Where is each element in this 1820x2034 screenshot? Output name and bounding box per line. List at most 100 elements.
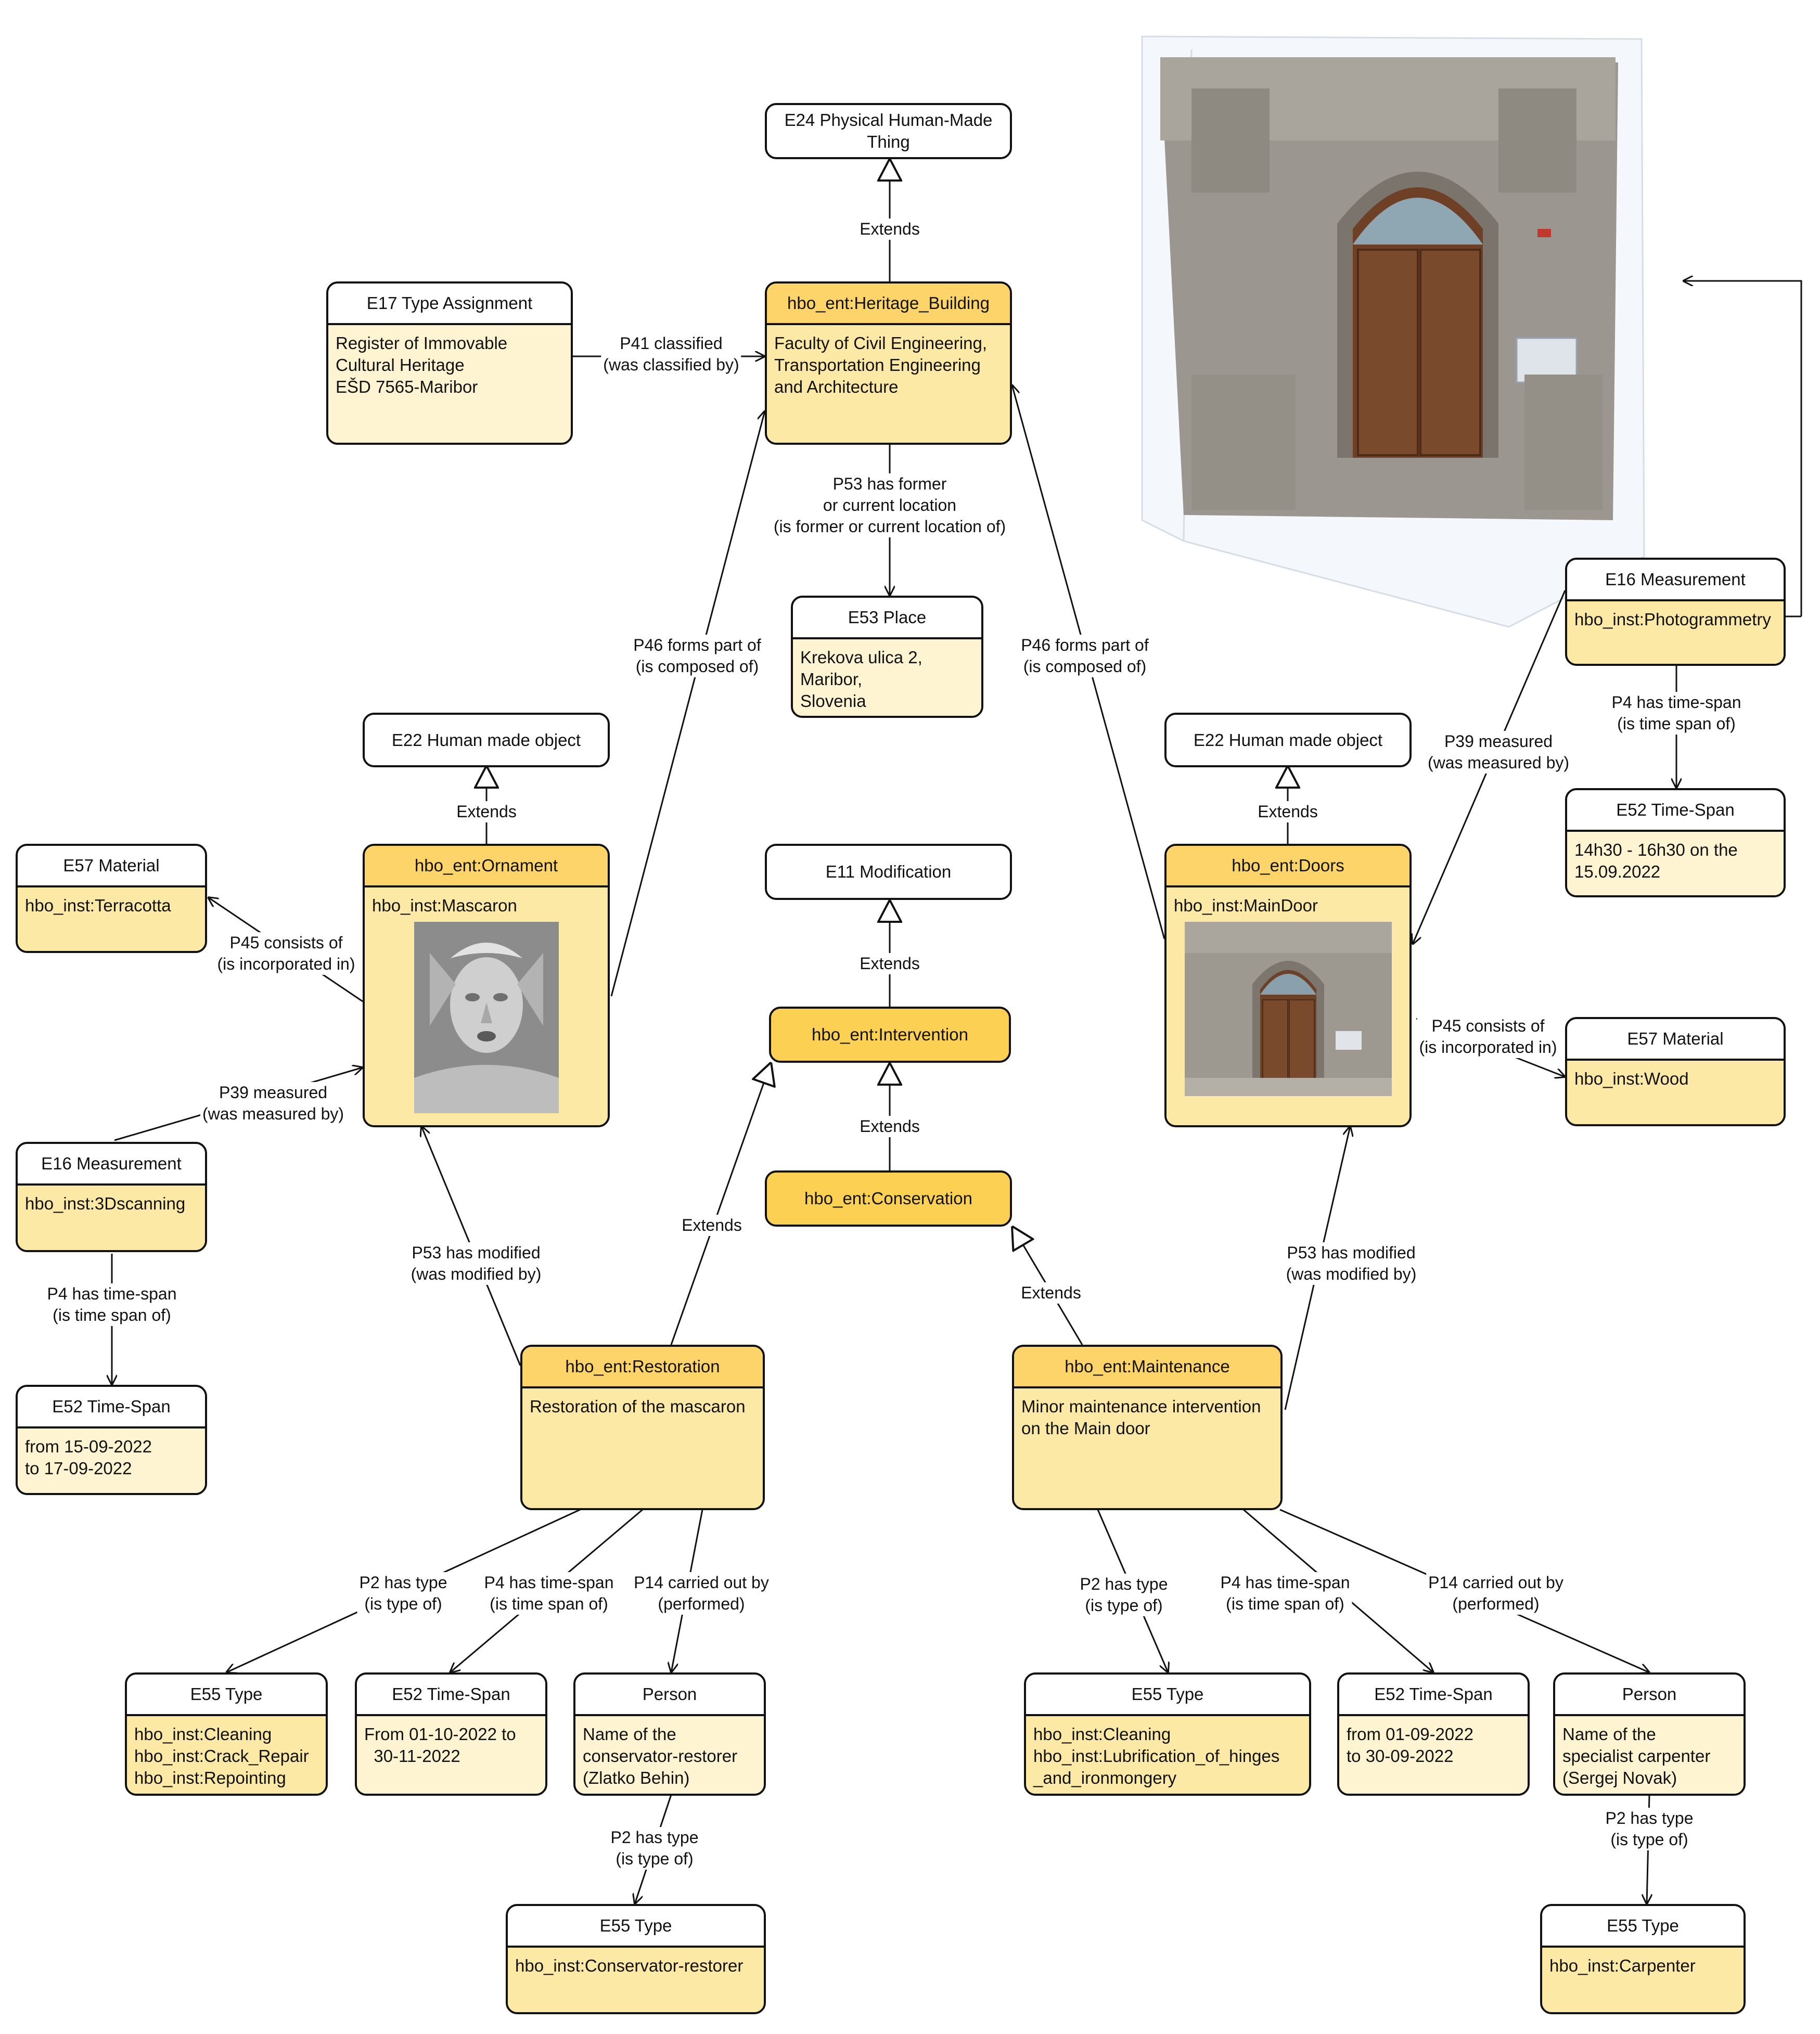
node-ornament-header: hbo_ent:Ornament xyxy=(365,846,608,887)
label-p14-rest: P14 carried out by(performed) xyxy=(632,1572,771,1615)
edge-extends-restoration xyxy=(670,1062,771,1345)
edge-p46-left xyxy=(610,411,765,997)
node-e11-modification[interactable]: E11 Modification xyxy=(765,844,1012,900)
label-extends-heritage: Extends xyxy=(857,218,922,240)
label-p46-left: P46 forms part of(is composed of) xyxy=(631,635,763,677)
node-line: hbo_inst:Cleaning xyxy=(1033,1724,1171,1744)
label-p41: P41 classified(was classified by) xyxy=(601,333,741,376)
node-line: hbo_inst:Wood xyxy=(1574,1069,1689,1088)
mascaron-photo-image xyxy=(414,922,559,1113)
label-p4-right: P4 has time-span(is time span of) xyxy=(1609,692,1744,735)
node-e53-place[interactable]: E53 Place Krekova ulica 2, Maribor, Slov… xyxy=(791,596,983,718)
label-extends-intervention: Extends xyxy=(857,953,922,974)
node-line: hbo_inst:Terracotta xyxy=(25,896,171,915)
node-e16-left[interactable]: E16 Measurement hbo_inst:3Dscanning xyxy=(16,1142,207,1252)
node-line: from 01-09-2022 xyxy=(1347,1724,1473,1744)
node-maintenance-header: hbo_ent:Maintenance xyxy=(1014,1347,1280,1388)
node-line: hbo_inst:Cleaning xyxy=(134,1724,272,1744)
node-e57-right-header: E57 Material xyxy=(1567,1019,1784,1061)
node-line: Faculty of Civil Engineering, xyxy=(774,333,988,353)
node-line: on the Main door xyxy=(1021,1419,1150,1438)
node-line: hbo_inst:3Dscanning xyxy=(25,1194,186,1213)
node-e24-header: E24 Physical Human-Made Thing xyxy=(767,105,1010,157)
node-line: Minor maintenance intervention xyxy=(1021,1397,1261,1416)
node-line: Restoration of the mascaron xyxy=(530,1397,746,1416)
node-e55-restoration[interactable]: E55 Type hbo_inst:Cleaning hbo_inst:Crac… xyxy=(125,1672,328,1796)
node-line: 30-11-2022 xyxy=(364,1746,460,1766)
node-e16-right[interactable]: E16 Measurement hbo_inst:Photogrammetry xyxy=(1565,558,1786,666)
node-maintenance[interactable]: hbo_ent:Maintenance Minor maintenance in… xyxy=(1012,1345,1283,1510)
label-p53-mod-right: P53 has modified(was modified by) xyxy=(1284,1242,1419,1285)
node-line: Transportation Engineering xyxy=(774,355,981,375)
node-e55-carpenter-header: E55 Type xyxy=(1542,1906,1744,1948)
node-line: 15.09.2022 xyxy=(1574,862,1661,881)
node-doors[interactable]: hbo_ent:Doors hbo_inst:MainDoor xyxy=(1164,844,1412,1127)
label-p45-right: P45 consists of(is incorporated in) xyxy=(1417,1015,1559,1058)
node-e52-left[interactable]: E52 Time-Span from 15-09-2022 to 17-09-2… xyxy=(16,1385,207,1495)
node-line: hbo_inst:MainDoor xyxy=(1174,896,1318,915)
label-p4-rest: P4 has time-span(is time span of) xyxy=(482,1572,616,1615)
node-line: hbo_inst:Carpenter xyxy=(1549,1956,1696,1975)
node-line: hbo_inst:Repointing xyxy=(134,1768,286,1787)
node-e53-header: E53 Place xyxy=(793,598,981,639)
node-line: from 15-09-2022 xyxy=(25,1437,152,1456)
node-heritage-building-header: hbo_ent:Heritage_Building xyxy=(767,284,1010,325)
node-line: conservator-restorer xyxy=(583,1746,738,1766)
node-ornament[interactable]: hbo_ent:Ornament hbo_inst:Mascaron xyxy=(363,844,610,1127)
node-e52-restoration[interactable]: E52 Time-Span From 01-10-2022 to 30-11-2… xyxy=(355,1672,547,1796)
node-line: Slovenia xyxy=(800,691,866,711)
label-p53-mod-left: P53 has modified(was modified by) xyxy=(408,1242,544,1285)
node-line: Register of Immovable xyxy=(336,333,508,353)
node-e16-left-header: E16 Measurement xyxy=(18,1144,205,1186)
node-line: Cultural Heritage xyxy=(336,355,465,375)
node-line: From 01-10-2022 to xyxy=(364,1724,516,1744)
node-line: hbo_inst:Crack_Repair xyxy=(134,1746,309,1766)
node-doors-header: hbo_ent:Doors xyxy=(1167,846,1409,887)
node-line: Name of the xyxy=(1562,1724,1656,1744)
node-e24[interactable]: E24 Physical Human-Made Thing xyxy=(765,103,1012,159)
node-e55-restoration-header: E55 Type xyxy=(127,1675,326,1716)
node-person-restoration-header: Person xyxy=(575,1675,764,1716)
label-p14-maint: P14 carried out by(performed) xyxy=(1426,1572,1566,1615)
node-e22-right-header: E22 Human made object xyxy=(1167,715,1409,765)
node-person-maintenance[interactable]: Person Name of the specialist carpenter … xyxy=(1553,1672,1746,1796)
node-line: hbo_inst:Mascaron xyxy=(372,896,517,915)
node-e55-maintenance[interactable]: E55 Type hbo_inst:Cleaning hbo_inst:Lubr… xyxy=(1024,1672,1311,1796)
node-e22-left-header: E22 Human made object xyxy=(365,715,608,765)
node-person-maintenance-header: Person xyxy=(1555,1675,1744,1716)
node-restoration[interactable]: hbo_ent:Restoration Restoration of the m… xyxy=(520,1345,765,1510)
node-line: to 17-09-2022 xyxy=(25,1459,132,1478)
node-line: (Sergej Novak) xyxy=(1562,1768,1677,1787)
node-line: 14h30 - 16h30 on the xyxy=(1574,840,1738,859)
node-e22-right[interactable]: E22 Human made object xyxy=(1164,713,1412,767)
node-e52-right[interactable]: E52 Time-Span 14h30 - 16h30 on the 15.09… xyxy=(1565,788,1786,897)
node-e17-type-assignment[interactable]: E17 Type Assignment Register of Immovabl… xyxy=(326,281,573,445)
label-p39-left: P39 measured(was measured by) xyxy=(200,1082,347,1125)
node-intervention[interactable]: hbo_ent:Intervention xyxy=(769,1007,1011,1063)
node-conservation[interactable]: hbo_ent:Conservation xyxy=(765,1170,1012,1227)
node-conservation-header: hbo_ent:Conservation xyxy=(767,1173,1010,1225)
building-3d-model-image xyxy=(1141,35,1645,628)
label-p45-left: P45 consists of(is incorporated in) xyxy=(215,932,357,975)
node-intervention-header: hbo_ent:Intervention xyxy=(771,1009,1009,1061)
label-p2-person-maint: P2 has type(is type of) xyxy=(1603,1808,1696,1850)
label-extends-conservation: Extends xyxy=(857,1116,922,1137)
node-line: _and_ironmongery xyxy=(1033,1768,1177,1787)
node-person-restoration[interactable]: Person Name of the conservator-restorer … xyxy=(573,1672,766,1796)
edge-photogrammetry-to-model xyxy=(1683,281,1802,616)
node-e52-right-header: E52 Time-Span xyxy=(1567,790,1784,832)
node-e52-maintenance[interactable]: E52 Time-Span from 01-09-2022 to 30-09-2… xyxy=(1337,1672,1530,1796)
label-p2-maint: P2 has type(is type of) xyxy=(1078,1574,1170,1616)
node-e11-header: E11 Modification xyxy=(767,846,1010,898)
node-e55-conservator-header: E55 Type xyxy=(508,1906,764,1948)
node-e57-left[interactable]: E57 Material hbo_inst:Terracotta xyxy=(16,844,207,953)
node-e55-conservator[interactable]: E55 Type hbo_inst:Conservator-restorer xyxy=(506,1904,766,2014)
node-e55-carpenter[interactable]: E55 Type hbo_inst:Carpenter xyxy=(1540,1904,1746,2014)
node-e57-right[interactable]: E57 Material hbo_inst:Wood xyxy=(1565,1017,1786,1126)
node-e52-left-header: E52 Time-Span xyxy=(18,1387,205,1428)
node-heritage-building[interactable]: hbo_ent:Heritage_Building Faculty of Civ… xyxy=(765,281,1012,445)
node-e22-left[interactable]: E22 Human made object xyxy=(363,713,610,767)
node-restoration-header: hbo_ent:Restoration xyxy=(522,1347,763,1388)
main-door-photo-image xyxy=(1184,922,1392,1096)
